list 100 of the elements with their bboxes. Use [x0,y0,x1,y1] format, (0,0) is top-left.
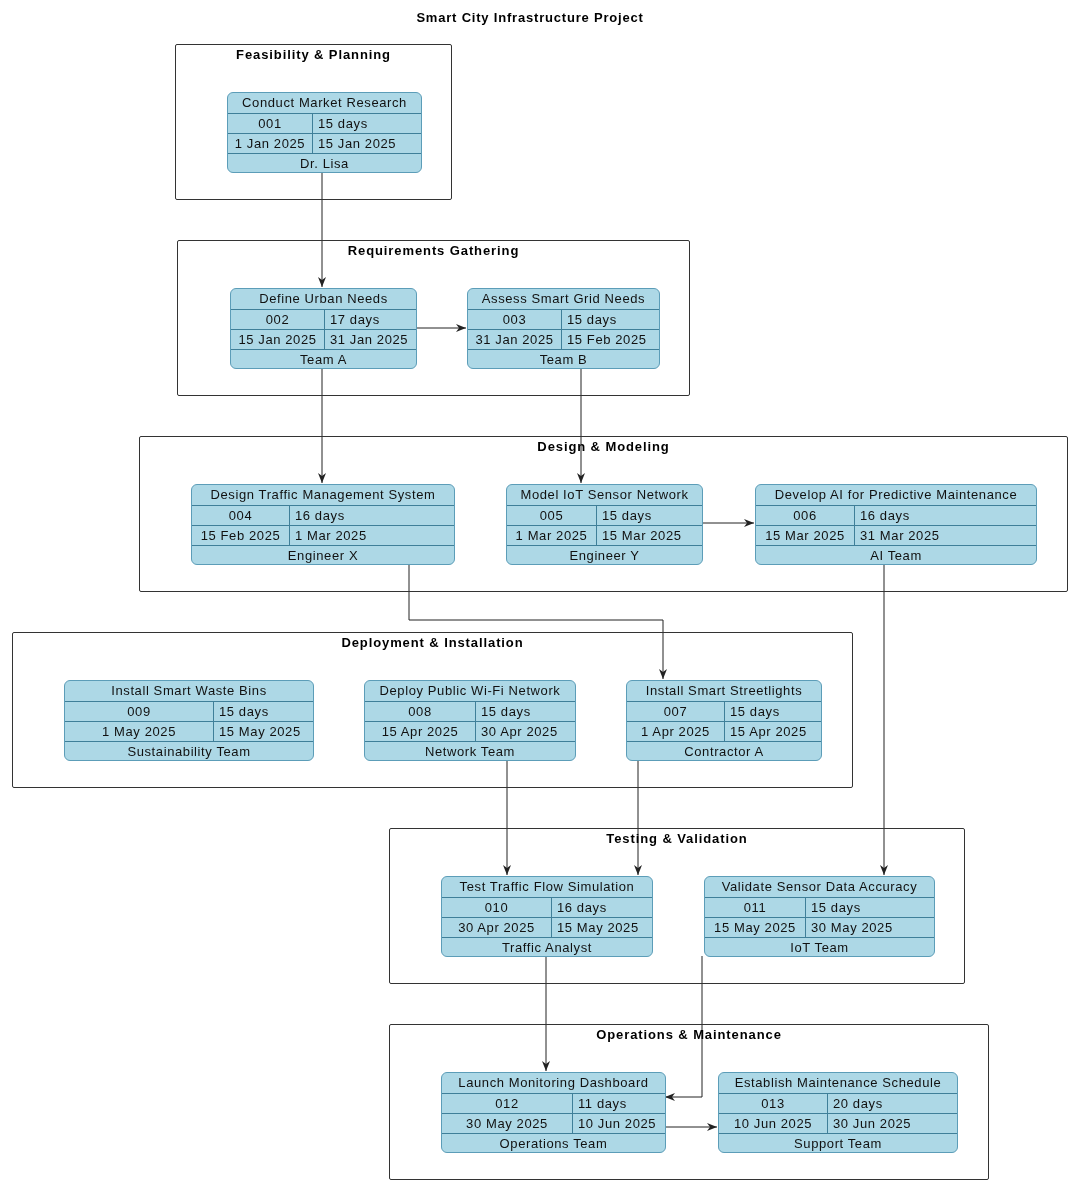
owner-name: Operations Team [442,1133,665,1152]
task-card [227,92,422,173]
task-card [467,288,660,369]
arrow [577,367,585,484]
duration-text: 16 days [290,505,454,525]
task-card [64,680,314,761]
diagram-title: Smart City Infrastructure Project [415,10,645,25]
end-date: 15 May 2025 [552,917,652,937]
arrow [408,563,667,680]
task-id: 012 [442,1093,573,1113]
end-date: 30 Jun 2025 [828,1113,957,1133]
arrow [503,759,511,876]
task-card [191,484,455,565]
owner-name: Team A [231,349,416,368]
owner-name: Dr. Lisa [228,153,421,172]
task-name: Assess Smart Grid Needs [480,290,647,308]
arrow [318,367,326,484]
end-date: 15 May 2025 [214,721,313,741]
task-id: 013 [719,1093,828,1113]
group-frame [389,1024,989,1180]
group-frame [139,436,1068,592]
task-id: 011 [705,897,806,917]
task-name: Test Traffic Flow Simulation [458,878,636,896]
end-date: 31 Mar 2025 [855,525,1036,545]
duration-text: 15 days [214,701,313,721]
task-name: Install Smart Waste Bins [110,682,268,700]
group-title: Deployment & Installation [340,635,525,650]
task-name: Design Traffic Management System [209,486,437,504]
group-title: Testing & Validation [605,831,749,846]
duration-text: 15 days [562,309,659,329]
start-date: 1 May 2025 [65,721,214,741]
start-date: 15 Mar 2025 [756,525,855,545]
task-id: 003 [468,309,562,329]
owner-name: Sustainability Team [65,741,313,760]
task-id: 004 [192,505,290,525]
group-title: Requirements Gathering [346,243,521,258]
arrow [634,759,642,876]
duration-text: 17 days [325,309,416,329]
duration-text: 16 days [552,897,652,917]
duration-text: 11 days [573,1093,665,1113]
task-id: 005 [507,505,597,525]
task-card [364,680,576,761]
task-card [626,680,822,761]
task-name: Develop AI for Predictive Maintenance [773,486,1019,504]
group-frame [175,44,452,200]
end-date: 15 Apr 2025 [725,721,821,741]
group-frame [12,632,853,788]
task-id: 006 [756,505,855,525]
arrow [542,955,550,1072]
group-title: Design & Modeling [536,439,671,454]
start-date: 15 Feb 2025 [192,525,290,545]
arrow [701,519,755,527]
start-date: 31 Jan 2025 [468,329,562,349]
owner-name: Team B [468,349,659,368]
arrow [415,324,467,332]
start-date: 15 Jan 2025 [231,329,325,349]
task-name: Define Urban Needs [258,290,389,308]
arrow [664,955,703,1101]
task-name: Validate Sensor Data Accuracy [720,878,919,896]
group-title: Feasibility & Planning [235,47,392,62]
start-date: 1 Jan 2025 [228,133,313,153]
owner-name: Support Team [719,1133,957,1152]
arrow [318,171,326,288]
owner-name: Contractor A [627,741,821,760]
end-date: 15 Mar 2025 [597,525,702,545]
task-name: Establish Maintenance Schedule [733,1074,943,1092]
duration-text: 15 days [476,701,575,721]
duration-text: 15 days [725,701,821,721]
duration-text: 20 days [828,1093,957,1113]
end-date: 31 Jan 2025 [325,329,416,349]
task-card [230,288,417,369]
task-card [704,876,935,957]
task-id: 002 [231,309,325,329]
owner-name: Traffic Analyst [442,937,652,956]
end-date: 30 May 2025 [806,917,934,937]
owner-name: Engineer Y [507,545,702,564]
duration-text: 15 days [313,113,421,133]
start-date: 30 May 2025 [442,1113,573,1133]
end-date: 10 Jun 2025 [573,1113,665,1133]
task-card [441,876,653,957]
start-date: 1 Mar 2025 [507,525,597,545]
task-name: Model IoT Sensor Network [519,486,690,504]
duration-text: 15 days [806,897,934,917]
arrow [664,1123,718,1131]
group-frame [389,828,965,984]
end-date: 1 Mar 2025 [290,525,454,545]
group-title: Operations & Maintenance [595,1027,783,1042]
end-date: 15 Jan 2025 [313,133,421,153]
task-id: 009 [65,701,214,721]
task-id: 007 [627,701,725,721]
task-card [506,484,703,565]
start-date: 30 Apr 2025 [442,917,552,937]
owner-name: AI Team [756,545,1036,564]
end-date: 30 Apr 2025 [476,721,575,741]
start-date: 15 May 2025 [705,917,806,937]
task-id: 001 [228,113,313,133]
task-name: Launch Monitoring Dashboard [457,1074,650,1092]
task-name: Conduct Market Research [241,94,408,112]
start-date: 1 Apr 2025 [627,721,725,741]
task-id: 008 [365,701,476,721]
